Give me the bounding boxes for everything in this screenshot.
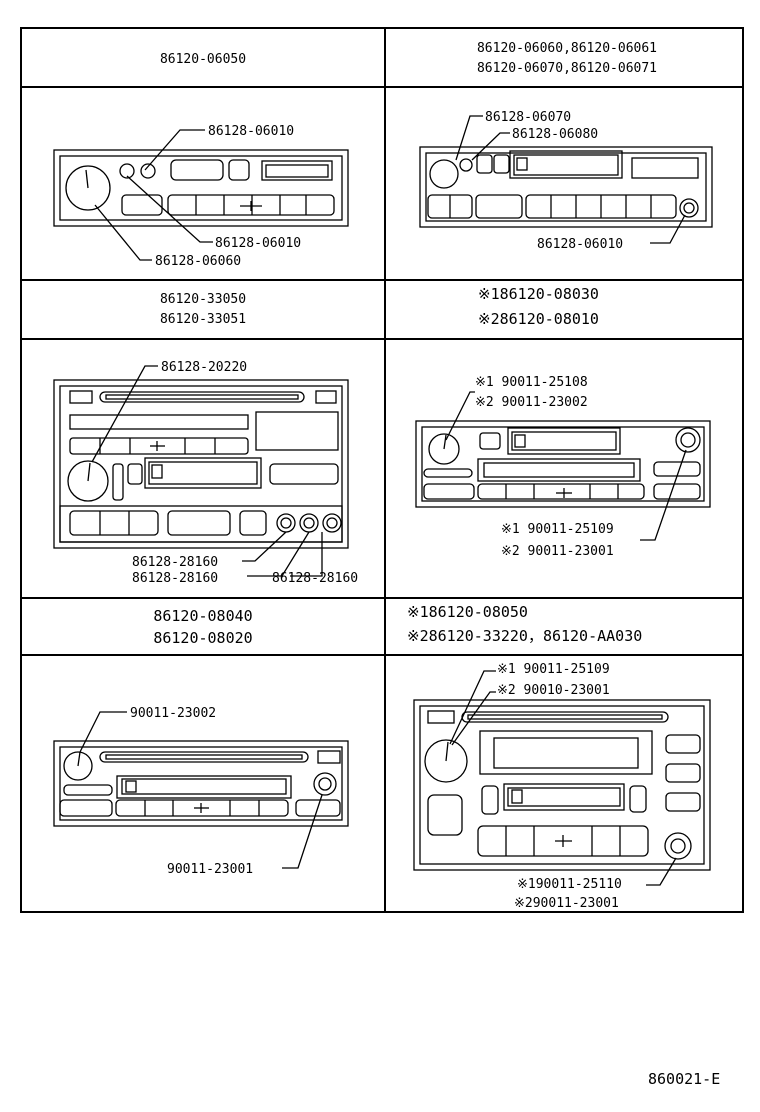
radio-illustration (419, 146, 713, 228)
part-number-label: ※2 90011-23002 (475, 395, 588, 410)
header-row-1: 86120-06050 86120-06060,86120-06061 8612… (160, 41, 657, 76)
header-text: 86120-06070,86120-06071 (477, 61, 657, 76)
header-text: ※186120-08050 (407, 603, 528, 621)
part-number-label: ※2 90011-23001 (501, 544, 614, 559)
radio-illustration (413, 699, 711, 871)
part-number-label: 86128-06070 (485, 110, 571, 125)
part-number-label: 86128-28160 (132, 555, 218, 570)
header-text: ※286120-08010 (478, 310, 599, 328)
radio-illustration (53, 379, 349, 549)
leader-lines (94, 129, 213, 261)
figure-number: 860021-E (648, 1070, 721, 1088)
radio-illustration (53, 740, 349, 827)
leader-lines (449, 670, 677, 886)
part-number-label: 86128-06010 (215, 236, 301, 251)
radio-illustration (415, 420, 711, 508)
part-number-label: ※1 90011-25109 (501, 522, 614, 537)
part-number-label: 86128-06060 (155, 254, 241, 269)
header-text: 86120-08040 (153, 607, 252, 625)
part-number-label: ※1 90011-25108 (475, 375, 588, 390)
radio-illustration (53, 149, 349, 227)
header-text: 86120-33051 (160, 312, 246, 327)
part-number-label: 86128-20220 (161, 360, 247, 375)
part-number-label: 86128-06080 (512, 127, 598, 142)
part-number-label: 86128-28160 (132, 571, 218, 586)
part-number-label: ※190011-25110 (517, 877, 622, 892)
leader-lines (445, 391, 687, 541)
header-text: 86120-33050 (160, 292, 246, 307)
header-text: 86120-06050 (160, 52, 246, 67)
header-text: ※286120-33220，86120-AA030 (407, 627, 642, 645)
leader-lines (455, 115, 686, 244)
part-number-label: 86128-06010 (208, 124, 294, 139)
leader-lines (79, 711, 323, 869)
part-number-label: 90011-23001 (167, 862, 253, 877)
leader-lines (91, 365, 323, 577)
table-grid (20, 27, 744, 913)
header-row-2: 86120-33050 86120-33051 ※186120-08030 ※2… (160, 285, 599, 328)
header-text: 86120-08020 (153, 629, 252, 647)
part-number-label: 90011-23002 (130, 706, 216, 721)
header-row-3: 86120-08040 86120-08020 ※186120-08050 ※2… (153, 603, 642, 647)
part-number-label: ※290011-23001 (514, 896, 619, 911)
part-number-label: 86128-28160 (272, 571, 358, 586)
part-number-label: ※1 90011-25109 (497, 662, 610, 677)
part-number-label: ※2 90010-23001 (497, 683, 610, 698)
part-number-label: 86128-06010 (537, 237, 623, 252)
header-text: ※186120-08030 (478, 285, 599, 303)
header-text: 86120-06060,86120-06061 (477, 41, 657, 56)
